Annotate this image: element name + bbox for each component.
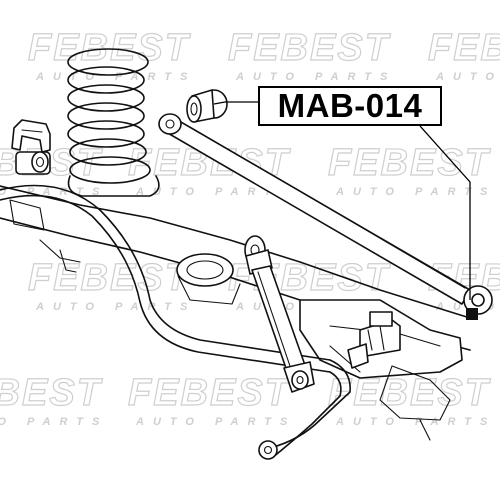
coil-spring	[67, 48, 160, 197]
watermark-logo: FEBEST AUTO PARTS	[0, 371, 108, 428]
svg-text:FEBEST: FEBEST	[28, 27, 191, 69]
watermark-logo: FEBEST AUTO PARTS	[127, 371, 296, 428]
bushing-location-marker	[466, 308, 478, 320]
svg-text:FEBEST: FEBEST	[128, 372, 291, 414]
svg-text:FEBEST: FEBEST	[228, 27, 391, 69]
svg-text:AUTO PARTS: AUTO PARTS	[35, 71, 196, 83]
svg-text:AUTO PARTS: AUTO PARTS	[335, 186, 496, 198]
svg-text:AUTO PARTS: AUTO PARTS	[35, 301, 196, 313]
watermark-logo: FEBEST AUTO PARTS	[27, 256, 196, 313]
stabilizer-bar	[0, 184, 369, 460]
svg-text:AUTO PARTS: AUTO PARTS	[0, 186, 108, 198]
svg-text:AUTO PARTS: AUTO PARTS	[135, 416, 296, 428]
svg-text:AUTO PARTS: AUTO PARTS	[435, 71, 500, 83]
stabilizer-bushing-bracket	[11, 119, 51, 175]
svg-text:AUTO PARTS: AUTO PARTS	[335, 416, 496, 428]
watermark-logo: FEBEST AUTO PARTS	[327, 141, 496, 198]
leader-lines	[213, 101, 471, 300]
arm-bushing-part	[186, 89, 228, 123]
svg-text:FEBEST: FEBEST	[428, 27, 500, 69]
svg-text:AUTO PARTS: AUTO PARTS	[0, 416, 108, 428]
svg-text:FEBEST: FEBEST	[328, 372, 491, 414]
watermark-logo: FEBEST AUTO PARTS	[227, 26, 396, 83]
watermark-logo: FEBEST AUTO PARTS	[327, 371, 496, 428]
shock-absorber	[244, 235, 315, 393]
svg-text:AUTO PARTS: AUTO PARTS	[135, 186, 296, 198]
svg-text:AUTO PARTS: AUTO PARTS	[235, 71, 396, 83]
lateral-control-rod	[158, 113, 493, 320]
svg-text:FEBEST: FEBEST	[28, 257, 191, 299]
svg-text:FEBEST: FEBEST	[328, 142, 491, 184]
watermark-logo: FEBEST AUTO PARTS	[427, 26, 500, 83]
part-number-label: MAB-014	[258, 86, 442, 126]
svg-text:FEBEST: FEBEST	[0, 372, 103, 414]
watermark-logo: FEBEST AUTO PARTS	[27, 26, 196, 83]
